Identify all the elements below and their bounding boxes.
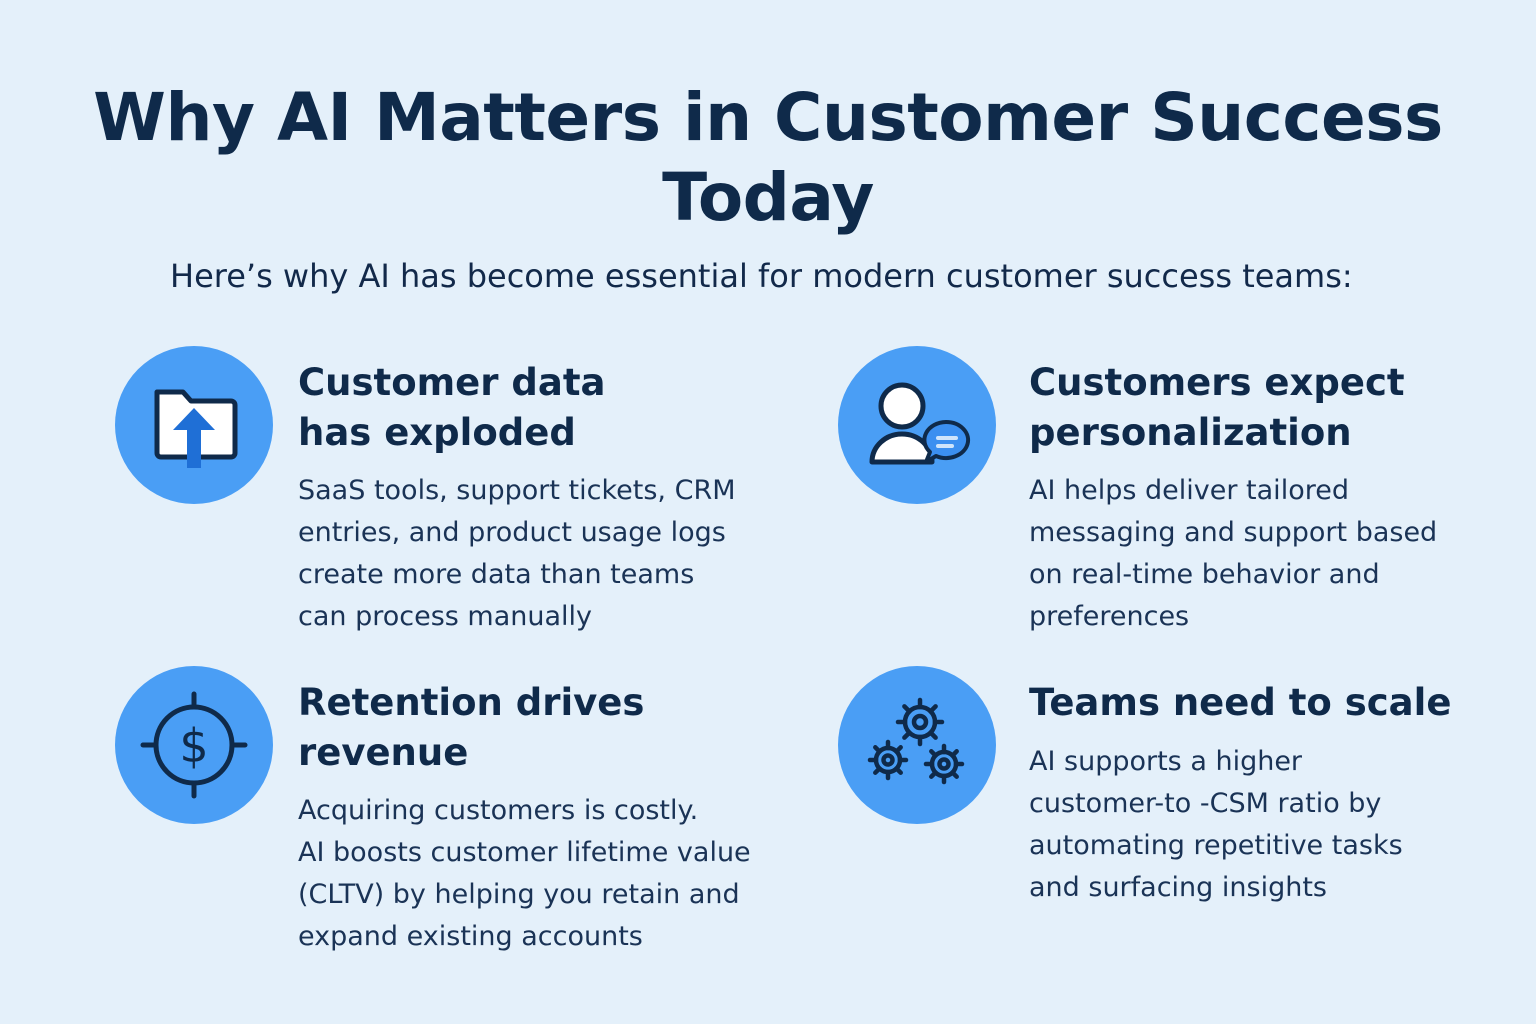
card-description: AI supports a higher customer-to -CSM ra… [1029, 746, 1403, 903]
page-title: Why AI Matters in Customer Success Today [0, 78, 1536, 238]
card-description: SaaS tools, support tickets, CRM entries… [298, 475, 736, 632]
page-subtitle: Here’s why AI has become essential for m… [170, 257, 1353, 295]
gears-icon [838, 666, 996, 824]
card-title: Customers expect personalization [1029, 361, 1405, 454]
card-title: Customer data has exploded [298, 361, 606, 454]
card-description: AI helps deliver tailored messaging and … [1029, 475, 1438, 632]
card-title: Teams need to scale [1029, 681, 1452, 724]
dollar-target-icon: $ [115, 666, 273, 824]
user-chat-icon [838, 346, 996, 504]
page-title-line-1: Why AI Matters in Customer Success [93, 79, 1443, 156]
card-title: Retention drives revenue [298, 681, 645, 774]
card-description: Acquiring customers is costly. AI boosts… [298, 795, 751, 952]
folder-upload-icon [115, 346, 273, 504]
page-title-line-2: Today [662, 159, 874, 236]
svg-text:$: $ [179, 719, 208, 773]
